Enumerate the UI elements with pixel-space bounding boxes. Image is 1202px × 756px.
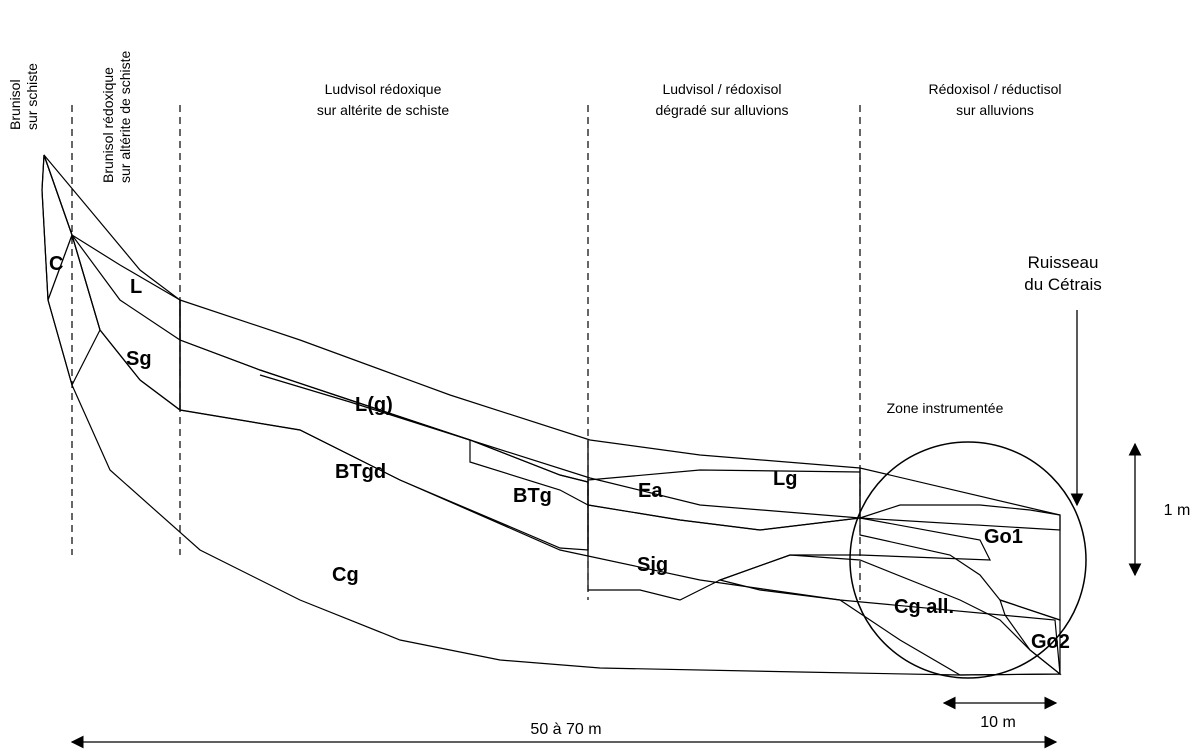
horizon-Go2-area <box>999 599 1061 676</box>
header-redoxisol-line1: Rédoxisol / réductisol <box>928 81 1061 97</box>
label-Go1: Go1 <box>984 526 1023 548</box>
label-Sjg: Sjg <box>637 554 668 576</box>
stream-label-line1: Ruisseau <box>1028 253 1099 272</box>
header-brunisol-line1: Brunisol <box>7 79 23 130</box>
label-BTg: BTg <box>513 485 552 507</box>
stream-label-line2: du Cétrais <box>1024 275 1101 294</box>
header-brunisol-redox-line2: sur altérite de schiste <box>117 51 133 183</box>
horizon-Cg-all-area <box>717 554 1062 676</box>
header-ludvisol-redox-line2: sur altérite de schiste <box>317 102 449 118</box>
label-Go2: Go2 <box>1031 631 1070 653</box>
label-C: C <box>49 253 63 275</box>
label-Cg-all: Cg all. <box>894 596 954 618</box>
zone-height-label: 1 m <box>1164 502 1191 519</box>
header-ludvisol-degrade-line2: dégradé sur alluvions <box>655 102 788 118</box>
instrumented-zone-circle <box>849 441 1087 679</box>
header-redoxisol-line2: sur alluvions <box>956 102 1034 118</box>
total-length-label: 50 à 70 m <box>530 721 601 738</box>
horizon-Go1-area <box>859 504 1061 621</box>
label-Lg: Lg <box>773 468 797 490</box>
horizon-Sjg-area <box>587 504 991 601</box>
horizon-Sg-area <box>70 233 181 412</box>
horizon-BTgd-area <box>179 339 589 551</box>
header-brunisol-line2: sur schiste <box>24 63 40 130</box>
label-L-g: L(g) <box>355 394 393 416</box>
label-Cg: Cg <box>332 564 359 586</box>
header-ludvisol-degrade-line1: Ludvisol / rédoxisol <box>662 81 781 97</box>
header-ludvisol-redox-line1: Ludvisol rédoxique <box>325 81 442 97</box>
label-L: L <box>130 276 142 298</box>
zone-width-label: 10 m <box>980 714 1016 731</box>
label-BTgd: BTgd <box>335 461 386 483</box>
horizon-Ea-area <box>587 469 861 531</box>
label-Ea: Ea <box>638 480 663 502</box>
zone-label: Zone instrumentée <box>887 400 1004 416</box>
header-brunisol-redox-line1: Brunisol rédoxique <box>100 67 116 183</box>
label-Sg: Sg <box>126 348 152 370</box>
